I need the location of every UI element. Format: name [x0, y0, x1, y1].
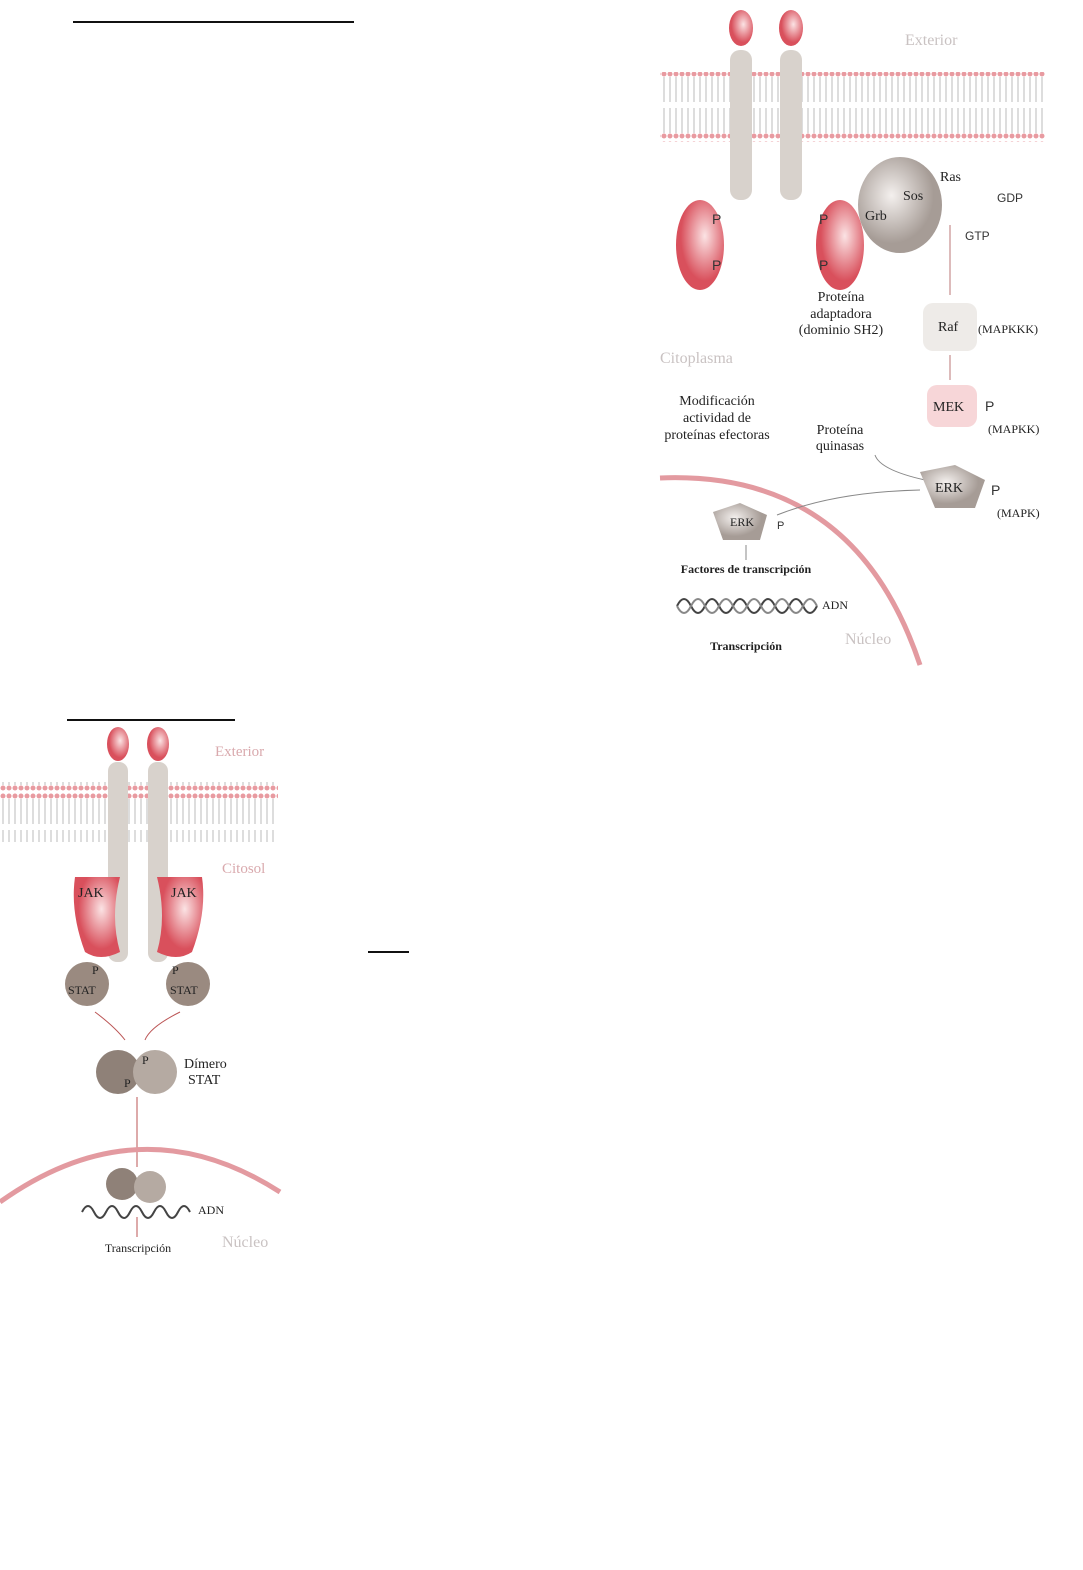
ligand: [107, 727, 129, 761]
phospho-label: P: [991, 482, 1000, 498]
phospho-label: P: [124, 1076, 131, 1090]
dimer-label: STAT: [188, 1073, 221, 1088]
gdp-label: GDP: [997, 191, 1023, 205]
erk-label: ERK: [935, 481, 963, 496]
effector-label: proteínas efectoras: [664, 428, 769, 443]
arrow: [776, 489, 921, 516]
mapk-label: (MAPK): [997, 506, 1040, 520]
heading-underline-3: [368, 951, 409, 953]
jak-protein: [73, 877, 120, 957]
phospho-label: P: [712, 211, 721, 227]
phospho-label: P: [777, 520, 784, 532]
raf-protein: [923, 303, 977, 351]
stat-label: STAT: [68, 983, 96, 997]
exterior-label: Exterior: [905, 32, 958, 49]
ligand: [779, 10, 803, 46]
arrow: [94, 1011, 181, 1041]
heading-underline-2: [67, 719, 235, 721]
heading-underline-1: [73, 21, 354, 23]
mapkkk-label: (MAPKKK): [978, 322, 1038, 336]
receptor: [780, 50, 802, 200]
adapter-label: adaptadora: [810, 307, 872, 322]
ligand: [729, 10, 753, 46]
nucleus-label: Núcleo: [222, 1234, 268, 1251]
phospho-label: P: [172, 963, 179, 977]
phospho-label: P: [985, 398, 994, 414]
dimer-label: Dímero: [184, 1057, 227, 1072]
arrow: [874, 454, 926, 481]
kinase-label: Proteína: [817, 423, 864, 438]
kinase-label: quinasas: [816, 439, 864, 454]
stat-dimer: [133, 1050, 177, 1094]
effector-label: actividad de: [683, 411, 751, 426]
raf-label: Raf: [938, 320, 959, 335]
grb-label: Grb: [865, 209, 887, 224]
dna-icon: [676, 598, 818, 614]
mapkk-label: (MAPKK): [988, 422, 1039, 436]
erk-protein: [920, 465, 985, 508]
jak-protein: [157, 877, 204, 957]
dna-icon: [81, 1205, 191, 1219]
ligand: [147, 727, 169, 761]
dna-label: ADN: [198, 1203, 224, 1217]
nucleus-label: Núcleo: [845, 631, 891, 648]
nuclear-envelope: [659, 475, 923, 666]
stat-dimer: [106, 1168, 138, 1200]
membrane: [0, 782, 278, 842]
jak-stat-diagram: Exterior Citosol JAK JAK P P STAT STAT P…: [0, 727, 282, 1255]
adapter-label: Proteína: [818, 290, 865, 305]
ras-label: Ras: [940, 170, 961, 185]
dna-label: ADN: [822, 598, 848, 612]
tf-label: Factores de transcripción: [681, 562, 812, 576]
membrane: [660, 72, 1045, 142]
phospho-label: P: [712, 257, 721, 273]
transcription-label: Transcripción: [105, 1241, 171, 1255]
stat-protein: [166, 962, 210, 1006]
stat-dimer: [96, 1050, 140, 1094]
exterior-label: Exterior: [215, 744, 264, 760]
adapter-protein: [816, 200, 864, 290]
transcription-label: Transcripción: [710, 639, 782, 653]
erk-label: ERK: [730, 515, 754, 529]
stat-dimer: [134, 1171, 166, 1203]
adapter-protein: [676, 200, 724, 290]
receptor: [730, 50, 752, 200]
nuclear-envelope: [0, 1147, 282, 1205]
erk-nuclear-protein: [713, 503, 767, 540]
stat-label: STAT: [170, 983, 198, 997]
mapk-pathway-diagram: Exterior P P P P Grb Sos Ras GDP GTP Pro…: [659, 10, 1045, 666]
sos-protein: [858, 157, 942, 253]
stat-protein: [65, 962, 109, 1006]
sos-label: Sos: [903, 189, 923, 204]
phospho-label: P: [819, 257, 828, 273]
jak-label: JAK: [78, 886, 104, 901]
jak-label: JAK: [171, 886, 197, 901]
gtp-label: GTP: [965, 229, 990, 243]
mek-protein: [927, 385, 977, 427]
cytosol-label: Citosol: [222, 861, 265, 877]
phospho-label: P: [142, 1053, 149, 1067]
cytoplasm-label: Citoplasma: [660, 350, 733, 367]
phospho-label: P: [92, 963, 99, 977]
phospho-label: P: [819, 211, 828, 227]
adapter-label: (dominio SH2): [799, 323, 884, 338]
mek-label: MEK: [933, 400, 964, 415]
effector-label: Modificación: [679, 394, 754, 409]
